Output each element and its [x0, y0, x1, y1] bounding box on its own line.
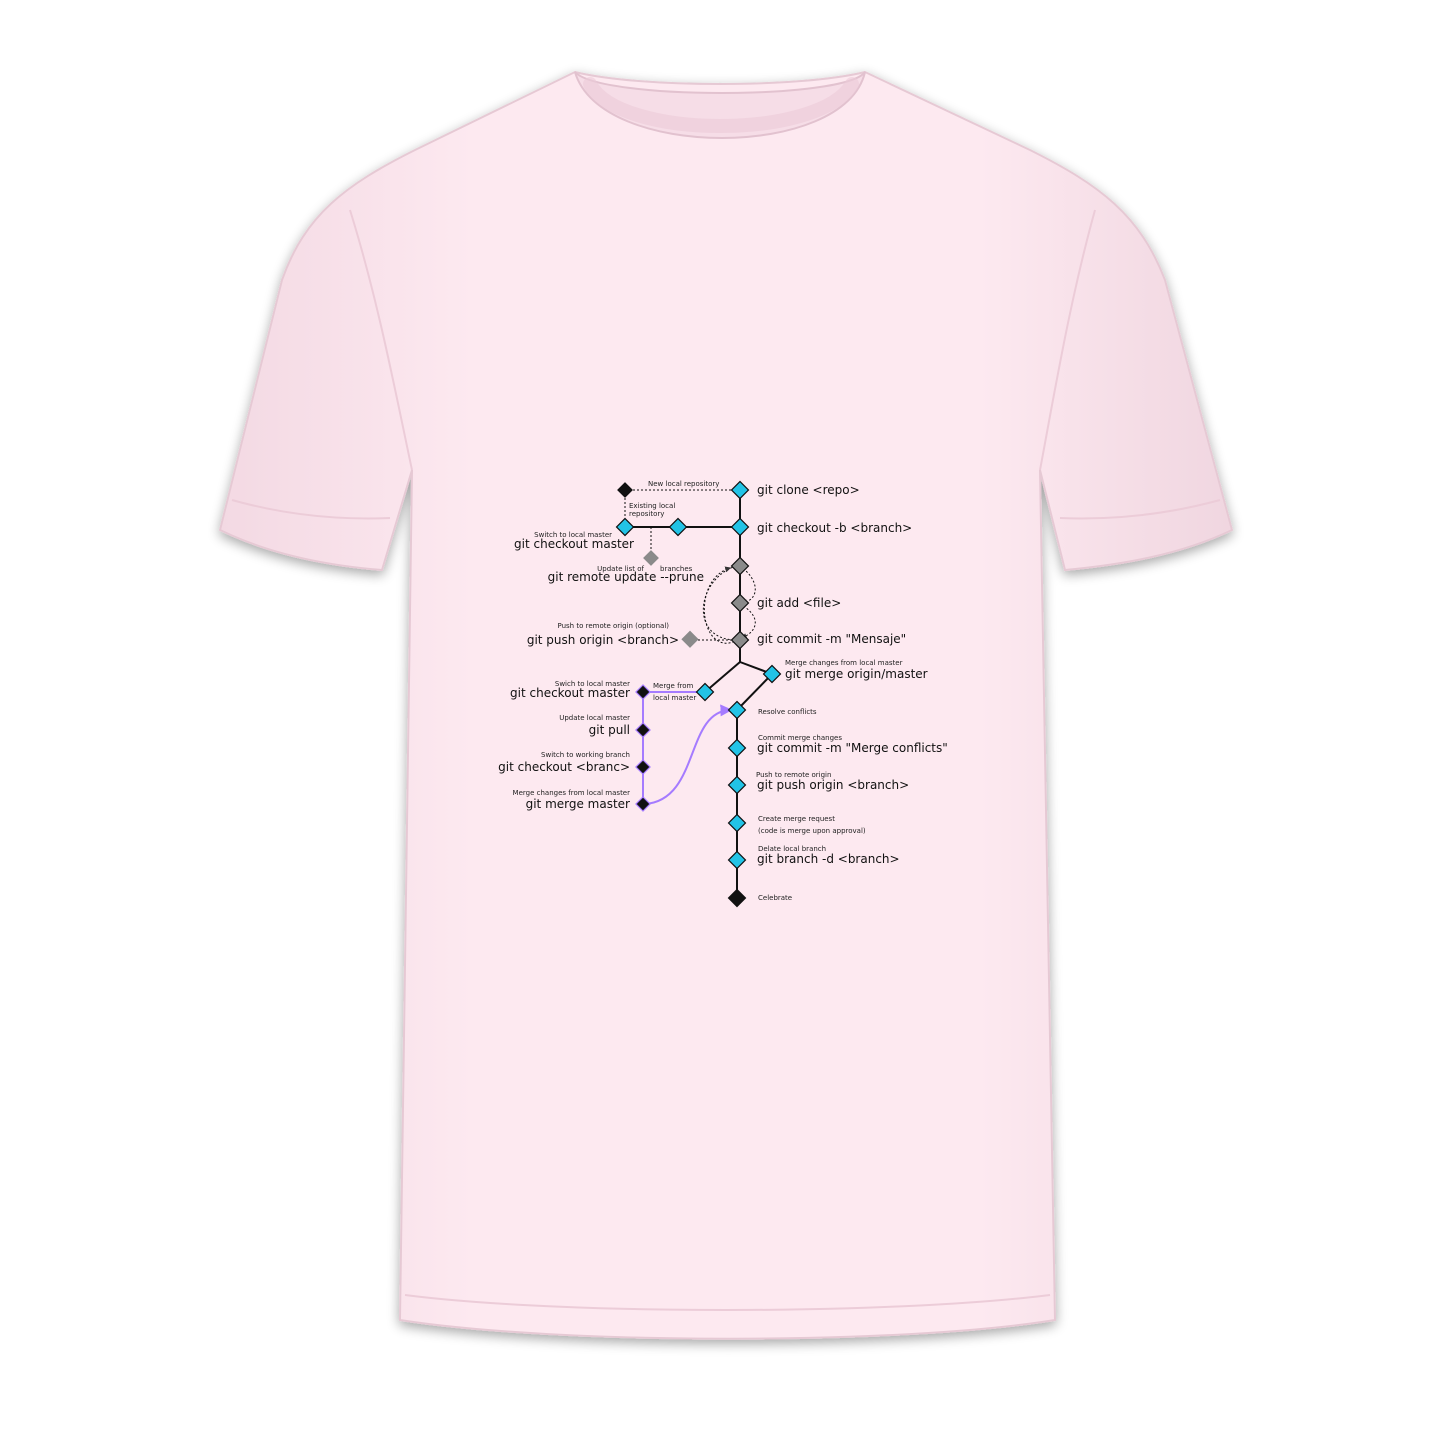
label-merge-changes-top: Merge changes from local master	[785, 659, 903, 667]
label-existing-local-2: repository	[629, 510, 664, 518]
label-merge-from-1: Merge from	[653, 682, 694, 690]
label-push-remote-optional: Push to remote origin (optional)	[558, 622, 670, 630]
node-delete-branch	[727, 850, 747, 870]
label-swich-local-master: Swich to local master	[555, 680, 630, 688]
label-git-checkout-b: git checkout -b <branch>	[757, 521, 912, 535]
node-checkout-master-2	[635, 684, 651, 700]
node-git-pull	[635, 722, 651, 738]
node-resolve	[727, 700, 747, 720]
label-delete-local-branch: Delate local branch	[758, 845, 826, 853]
node-merge-origin	[762, 664, 782, 684]
node-switch-master-1	[615, 517, 635, 537]
label-git-branch-d: git branch -d <branch>	[757, 852, 900, 866]
label-git-checkout-branc: git checkout <branc>	[498, 760, 630, 774]
label-merge-from-2: local master	[653, 694, 696, 702]
label-git-commit-merge-conflicts: git commit -m "Merge conflicts"	[757, 741, 948, 755]
node-gray-1	[730, 556, 750, 576]
tshirt-body	[218, 70, 1234, 1340]
label-create-merge-request: Create merge request	[758, 815, 835, 823]
node-new-repo	[617, 482, 633, 498]
label-git-push-origin-2: git push origin <branch>	[757, 778, 909, 792]
node-remote-update	[643, 550, 659, 566]
label-branches: branches	[660, 565, 693, 573]
node-merge-master	[635, 796, 651, 812]
label-resolve-conflicts: Resolve conflicts	[758, 708, 817, 716]
diagram-labels: New local repository Existing local repo…	[498, 480, 948, 902]
node-merge-from	[695, 682, 715, 702]
label-push-remote-origin: Push to remote origin	[756, 771, 831, 779]
label-update-list-of: Update list of	[597, 565, 644, 573]
label-git-commit-mensaje: git commit -m "Mensaje"	[757, 632, 906, 646]
git-workflow-diagram: New local repository Existing local repo…	[498, 480, 948, 908]
label-git-remote-update: git remote update --prune	[548, 570, 704, 584]
label-git-checkout-master-1: git checkout master	[514, 537, 634, 551]
node-checkout-branc	[635, 759, 651, 775]
tshirt	[218, 70, 1234, 1340]
diagram-purple-lines	[642, 691, 733, 805]
label-code-merge-approval: (code is merge upon approval)	[758, 827, 866, 835]
node-push-optional	[681, 630, 699, 648]
label-git-push-origin-1: git push origin <branch>	[527, 633, 679, 647]
label-commit-merge-changes: Commit merge changes	[758, 734, 842, 742]
label-merge-changes-local-master: Merge changes from local master	[513, 789, 631, 797]
diagram-nodes	[615, 480, 782, 908]
label-git-checkout-master-2: git checkout master	[510, 686, 630, 700]
label-switch-working-branch: Switch to working branch	[541, 751, 630, 759]
label-git-clone: git clone <repo>	[757, 483, 860, 497]
label-new-local-repo: New local repository	[648, 480, 719, 488]
label-git-pull: git pull	[589, 723, 630, 737]
node-git-commit	[730, 630, 750, 650]
label-existing-local-1: Existing local	[629, 502, 675, 510]
node-merge-request	[727, 813, 747, 833]
label-celebrate: Celebrate	[758, 894, 792, 902]
label-git-merge-origin-master: git merge origin/master	[785, 667, 928, 681]
node-push-origin	[727, 775, 747, 795]
node-checkout-b	[730, 517, 750, 537]
label-switch-local-master-1: Switch to local master	[534, 531, 612, 539]
label-update-local-master: Update local master	[559, 714, 630, 722]
node-git-clone	[730, 480, 750, 500]
label-git-add: git add <file>	[757, 596, 841, 610]
node-mid-1	[668, 517, 688, 537]
node-git-add	[730, 593, 750, 613]
label-git-merge-master: git merge master	[526, 797, 630, 811]
node-celebrate	[727, 888, 747, 908]
node-commit-merge	[727, 738, 747, 758]
